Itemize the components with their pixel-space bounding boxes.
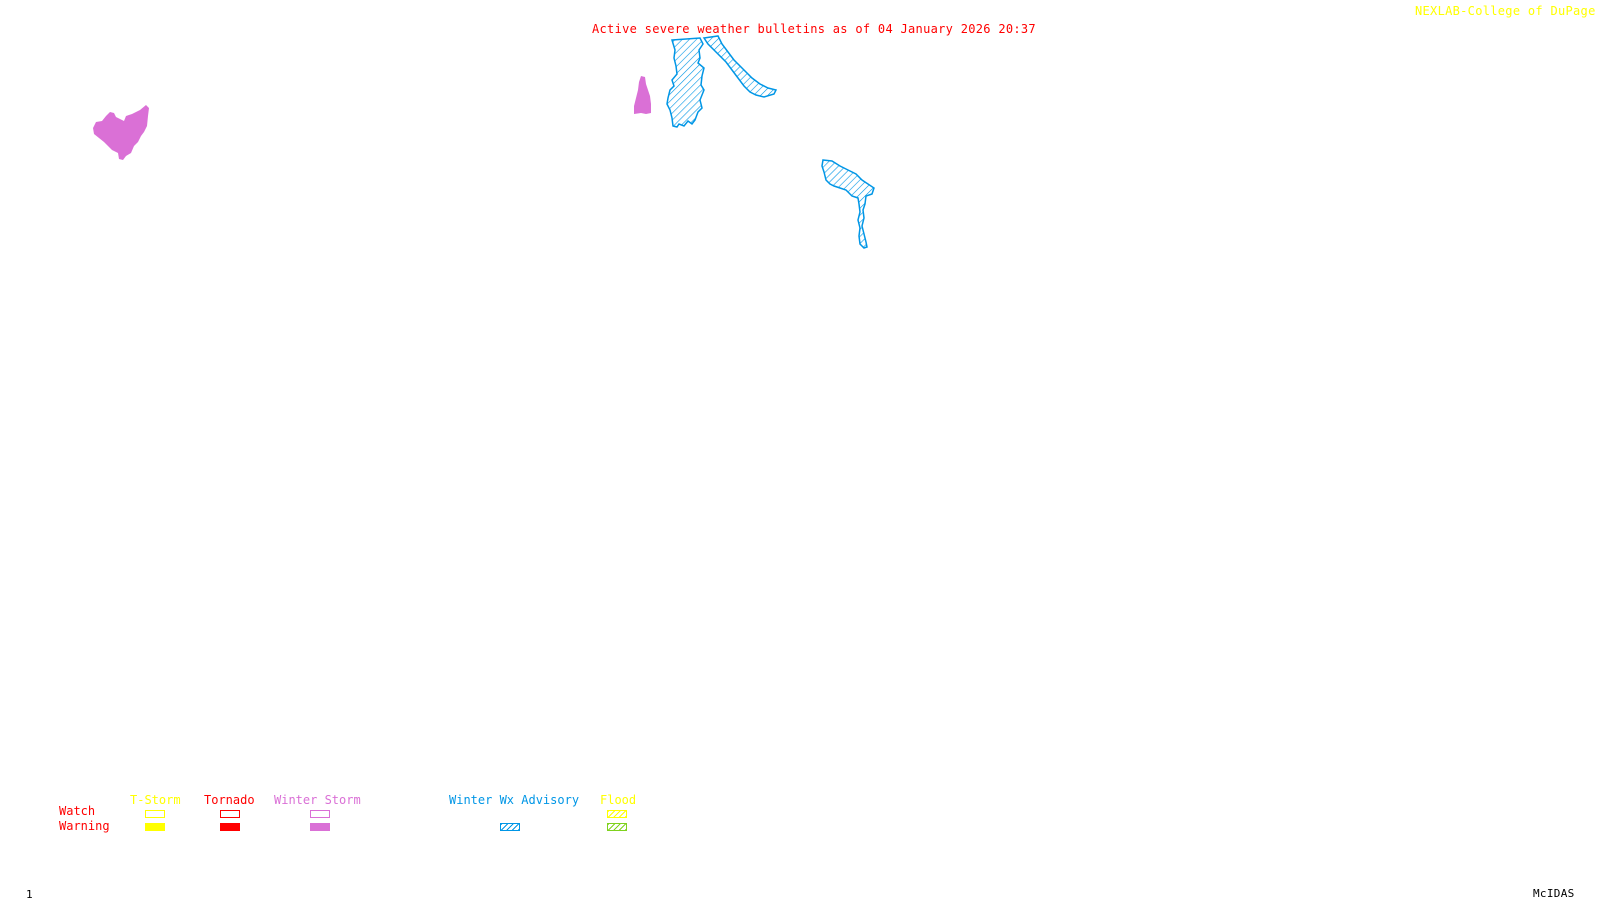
tornado-warning-swatch xyxy=(220,823,240,831)
winter-storm-warning-area xyxy=(93,105,149,160)
software-label: McIDAS xyxy=(1533,887,1575,900)
legend-col-tstorm: T-Storm xyxy=(130,793,181,807)
flood-watch-swatch xyxy=(607,810,627,818)
winter-storm-watch-swatch xyxy=(310,810,330,818)
winter-wx-advisory-swatch xyxy=(500,823,520,831)
winter-wx-advisory-area xyxy=(702,35,778,98)
winter-storm-warning-swatch xyxy=(310,823,330,831)
legend-row-watch: Watch xyxy=(59,804,96,818)
legend-col-winter-storm: Winter Storm xyxy=(274,793,361,807)
winter-wx-advisory-area xyxy=(666,37,705,128)
legend-col-tornado: Tornado xyxy=(204,793,255,807)
tornado-watch-swatch xyxy=(220,810,240,818)
tstorm-watch-swatch xyxy=(145,810,165,818)
legend-col-flood: Flood xyxy=(600,793,637,807)
winter-wx-advisory-area xyxy=(821,159,875,249)
tstorm-warning-swatch xyxy=(145,823,165,831)
flood-warning-swatch xyxy=(607,823,627,831)
legend-row-warning: Warning xyxy=(59,819,110,833)
winter-storm-warning-area xyxy=(634,76,651,114)
frame-number: 1 xyxy=(26,888,33,901)
legend-col-winter-wx-advisory: Winter Wx Advisory xyxy=(449,793,580,807)
credit-text: NEXLAB-College of DuPage xyxy=(1415,4,1596,18)
page-title: Active severe weather bulletins as of 04… xyxy=(592,22,1036,36)
credit-label: NEXLAB-College of DuPage xyxy=(1415,5,1600,18)
